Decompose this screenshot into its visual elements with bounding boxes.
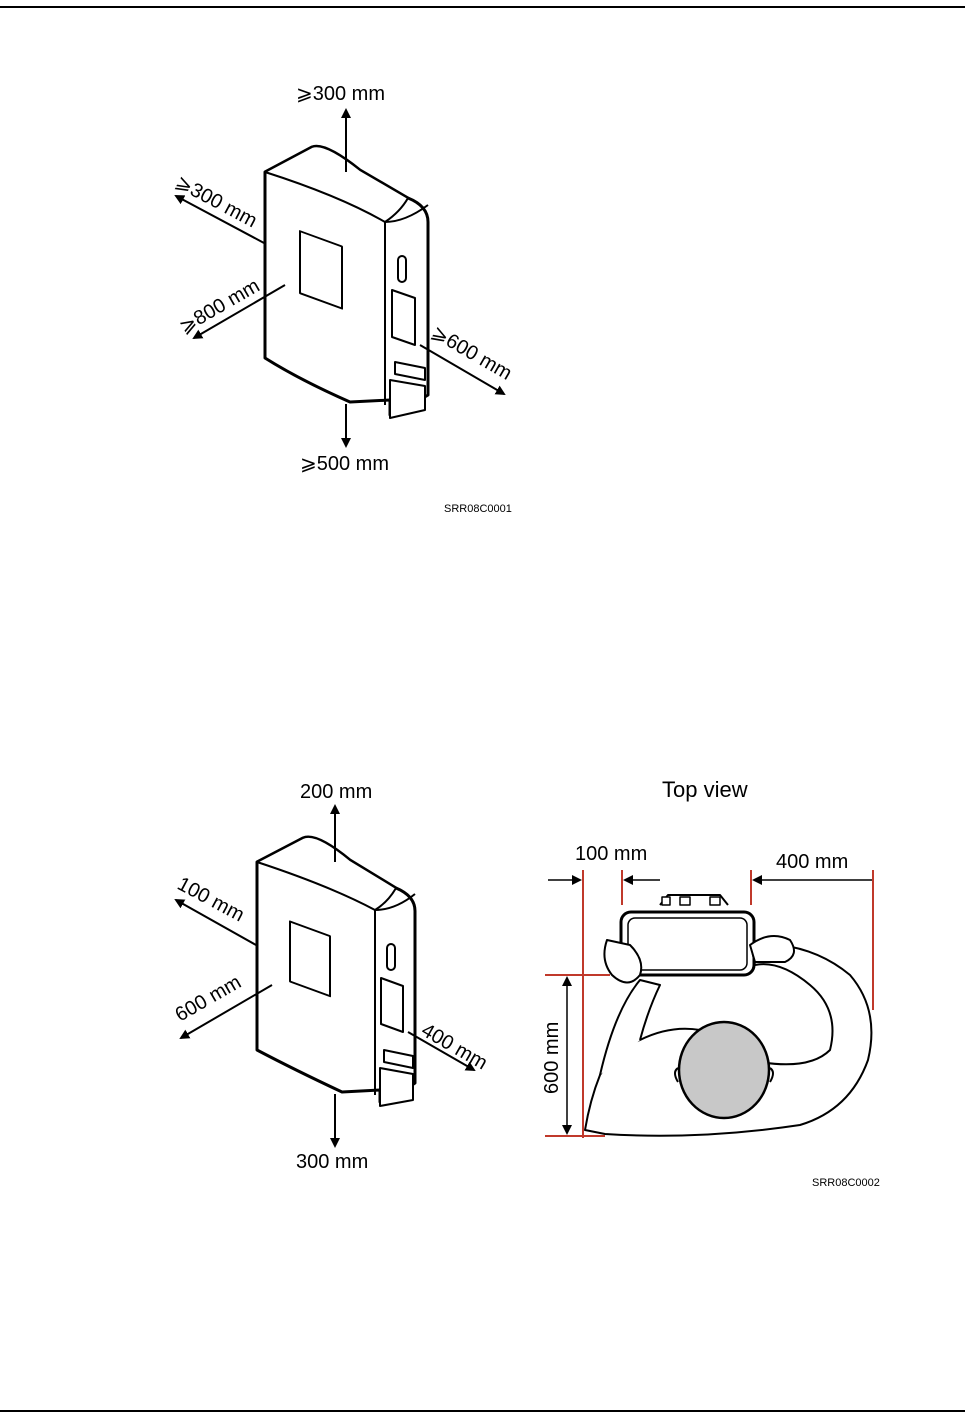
figure-code-1: SRR08C0001 (444, 503, 512, 515)
label-front-2: 600 mm (172, 971, 246, 1026)
label-depth: 600 mm (541, 1022, 563, 1094)
head-icon (679, 1022, 769, 1118)
figure-1: ⩾300 mm ⩾300 mm ⩾800 mm ⩾600 mm ⩾500 mm … (172, 83, 516, 515)
label-top-1: ⩾300 mm (296, 83, 385, 105)
figure-2: 200 mm 100 mm 600 mm 400 mm 300 mm Top v… (172, 777, 880, 1189)
label-side-2: 400 mm (418, 1019, 492, 1074)
cabinet-1 (265, 146, 428, 418)
figure-code-2: SRR08C0002 (812, 1177, 880, 1189)
cabinet-2 (257, 837, 415, 1106)
top-view-title: Top view (662, 777, 748, 802)
label-bottom-2: 300 mm (296, 1151, 368, 1173)
footer-rule (0, 1410, 965, 1412)
label-left-gap: 100 mm (575, 843, 647, 865)
label-top-2: 200 mm (300, 781, 372, 803)
label-back-2: 100 mm (174, 873, 248, 926)
label-right-gap: 400 mm (776, 851, 848, 873)
label-front-1: ⩾800 mm (176, 275, 264, 339)
top-view: Top view 100 mm 400 mm 600 mm (541, 777, 873, 1138)
label-bottom-1: ⩾500 mm (300, 453, 389, 475)
